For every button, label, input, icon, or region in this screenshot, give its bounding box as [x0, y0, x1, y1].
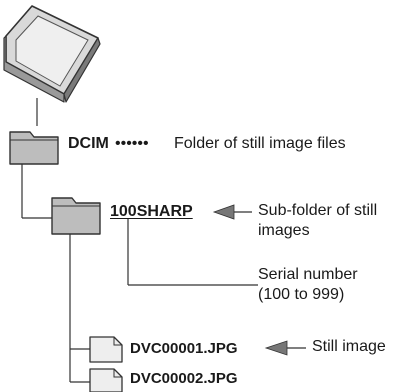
file-name-2: DVC00002.JPG	[130, 370, 238, 387]
file-name-1: DVC00001.JPG	[130, 340, 238, 357]
subfolder-icon	[51, 197, 101, 235]
serial-number-range: (100 to 999)	[258, 286, 345, 303]
subfolder-label: 100SHARP	[110, 203, 193, 220]
dcim-folder-icon	[9, 131, 59, 165]
subfolder-description-line1: Sub-folder of still	[258, 202, 378, 219]
memory-card-icon	[3, 5, 101, 103]
subfolder-description-line2: images	[258, 222, 310, 239]
file-icon-2	[89, 368, 123, 392]
dcim-description: Folder of still image files	[174, 135, 346, 152]
serial-number-label: Serial number	[258, 266, 358, 283]
file-description-1: Still image	[312, 338, 386, 355]
tree-connectors	[21, 98, 258, 383]
file-icon-1	[89, 336, 123, 363]
arrow-icon-file	[264, 340, 306, 356]
dcim-folder-label: DCIM	[68, 135, 109, 152]
arrow-icon-subfolder	[212, 204, 252, 220]
dcim-leader-dots: ••••••	[115, 135, 149, 152]
